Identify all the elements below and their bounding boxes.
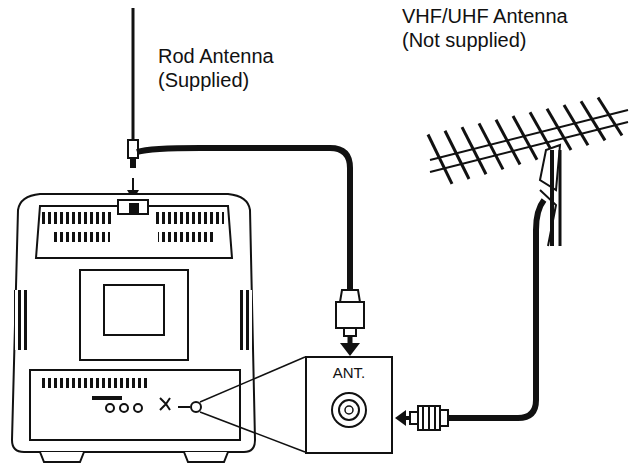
rod-antenna bbox=[127, 8, 139, 200]
antenna-cable bbox=[440, 200, 544, 418]
callout-label: VHF/UHF Antenna (Not supplied) bbox=[402, 4, 592, 52]
yagi-antenna bbox=[428, 98, 628, 246]
zoom-line bbox=[200, 357, 305, 402]
coax-plug bbox=[395, 406, 448, 430]
jack-label: ANT. bbox=[307, 358, 391, 382]
tv-rear bbox=[12, 194, 255, 462]
callout-label: Rod Antenna (Supplied) bbox=[158, 44, 298, 92]
jack-symbol bbox=[329, 390, 369, 430]
coax-plug bbox=[336, 290, 364, 356]
jack-inset: ANT. bbox=[305, 356, 393, 454]
zoom-line bbox=[200, 412, 305, 452]
